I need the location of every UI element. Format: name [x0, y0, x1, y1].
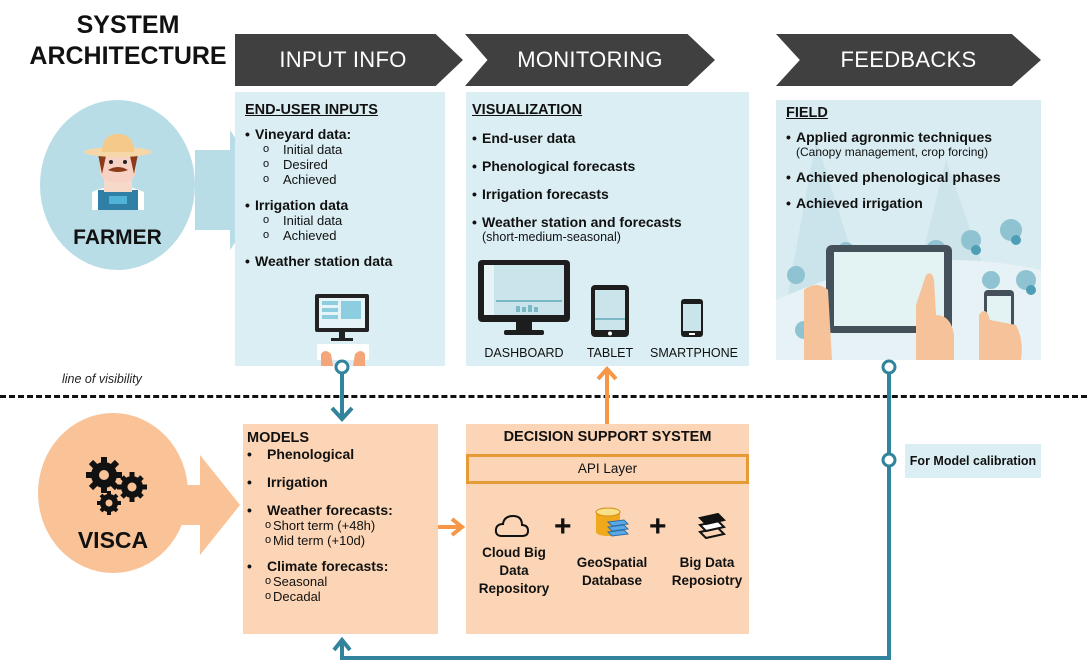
end-user-inputs-panel: END-USER INPUTS Vineyard data: Initial d… — [235, 92, 445, 366]
model-sub-item: Mid term (+10d) — [247, 533, 438, 548]
sub-item: Initial data — [245, 213, 445, 228]
tablet-icon — [591, 285, 629, 337]
line-of-visibility — [0, 395, 1087, 398]
stage-label: INPUT INFO — [279, 47, 407, 72]
dss-component-cloud: Cloud Big Data Repository — [466, 544, 562, 598]
farmer-icon — [84, 134, 152, 210]
models-panel: MODELS Phenological Irrigation Weather f… — [243, 424, 438, 634]
database-icon — [595, 507, 630, 537]
stage-monitoring: MONITORING — [465, 34, 715, 86]
field-item: Achieved irrigation — [786, 195, 1041, 211]
layers-icon — [698, 512, 726, 540]
plus-sign: + — [554, 510, 572, 543]
component-label-line: Data — [499, 563, 529, 578]
stage-label: MONITORING — [517, 47, 663, 72]
visca-arrow-shape — [150, 455, 240, 555]
sub-item: Achieved — [245, 228, 445, 243]
arrow-models-to-dss — [438, 517, 466, 537]
component-label-line: Reposiotry — [671, 573, 743, 588]
device-label-tablet: TABLET — [586, 346, 634, 360]
farmer-label: FARMER — [73, 226, 162, 249]
component-label-line: Database — [581, 573, 643, 588]
stage-input-info: INPUT INFO — [235, 34, 463, 86]
visca-label: VISCA — [77, 527, 149, 553]
diagram-title: SYSTEM ARCHITECTURE — [18, 10, 238, 72]
calibration-label: For Model calibration — [909, 454, 1037, 468]
visualization-panel: VISUALIZATION End-user data Phenological… — [466, 92, 749, 366]
stage-label: FEEDBACKS — [840, 47, 977, 72]
sub-item: Desired — [245, 157, 445, 172]
visualization-heading: VISUALIZATION — [472, 102, 583, 118]
model-group-label: Phenological — [247, 446, 438, 462]
sub-item: Initial data — [245, 142, 445, 157]
model-group-label: Irrigation — [247, 474, 438, 490]
vineyard-data-group: Vineyard data: Initial data Desired Achi… — [245, 126, 445, 187]
field-item: Achieved phenological phases — [786, 169, 1041, 185]
line-of-visibility-label: line of visibility — [62, 372, 142, 386]
monitor-icon — [478, 260, 570, 335]
gears-icon — [86, 457, 147, 515]
visualization-item: Phenological forecasts — [472, 158, 749, 174]
model-sub-item: Short term (+48h) — [247, 518, 438, 533]
field-item-note: (Canopy management, crop forcing) — [796, 145, 989, 159]
arrow-inputs-to-models — [330, 359, 354, 422]
visualization-item-note: (short-medium-seasonal) — [482, 230, 621, 244]
field-content: FIELD Applied agronmic techniques (Canop… — [786, 105, 1041, 211]
farmer-circle: FARMER — [40, 100, 195, 270]
visualization-item: End-user data — [472, 130, 749, 146]
model-sub-item: Decadal — [247, 589, 438, 604]
visca-circle: VISCA — [38, 413, 188, 573]
model-calibration-callout: For Model calibration — [905, 444, 1041, 478]
field-heading: FIELD — [786, 105, 828, 121]
visualization-item: Weather station and forecasts — [472, 214, 749, 230]
device-label-dashboard: DASHBOARD — [484, 346, 564, 360]
group-label: Irrigation data — [245, 197, 445, 213]
irrigation-data-group: Irrigation data Initial data Achieved — [245, 197, 445, 243]
models-heading: MODELS — [247, 430, 310, 446]
field-panel: FIELD Applied agronmic techniques (Canop… — [776, 100, 1041, 360]
visca-arrow — [150, 455, 240, 555]
field-illustration — [776, 140, 1041, 360]
plus-sign: + — [649, 510, 667, 543]
dss-component-geospatial: GeoSpatial Database — [562, 554, 662, 590]
api-layer-label: API Layer — [577, 461, 638, 476]
group-label: Vineyard data: — [245, 126, 445, 142]
model-group-label: Weather forecasts: — [247, 502, 438, 518]
smartphone-icon — [681, 299, 703, 337]
field-item: Applied agronmic techniques — [786, 129, 1041, 145]
end-user-inputs-heading: END-USER INPUTS — [245, 102, 378, 118]
cloud-icon — [494, 514, 530, 537]
desktop-computer-icon — [315, 294, 369, 366]
weather-station-group: Weather station data — [245, 253, 445, 269]
component-label-line: Cloud Big — [482, 545, 546, 560]
component-label-line: GeoSpatial — [576, 555, 648, 570]
dss-heading: DECISION SUPPORT SYSTEM — [503, 429, 712, 445]
component-label-line: Repository — [478, 581, 550, 596]
group-label: Weather station data — [245, 253, 445, 269]
component-label-line: Big Data — [679, 555, 735, 570]
model-sub-item: Seasonal — [247, 574, 438, 589]
stage-feedbacks: FEEDBACKS — [776, 34, 1041, 86]
title-line-2: ARCHITECTURE — [29, 42, 227, 70]
device-label-smartphone: SMARTPHONE — [650, 346, 738, 360]
visualization-item: Irrigation forecasts — [472, 186, 749, 202]
dss-component-bigdata: Big Data Reposiotry — [662, 554, 752, 590]
model-group-label: Climate forecasts: — [247, 558, 438, 574]
sub-item: Achieved — [245, 172, 445, 187]
title-line-1: SYSTEM — [76, 11, 180, 39]
api-layer: API Layer — [466, 454, 749, 484]
dss-panel: DECISION SUPPORT SYSTEM API Layer + + Cl… — [466, 424, 749, 634]
